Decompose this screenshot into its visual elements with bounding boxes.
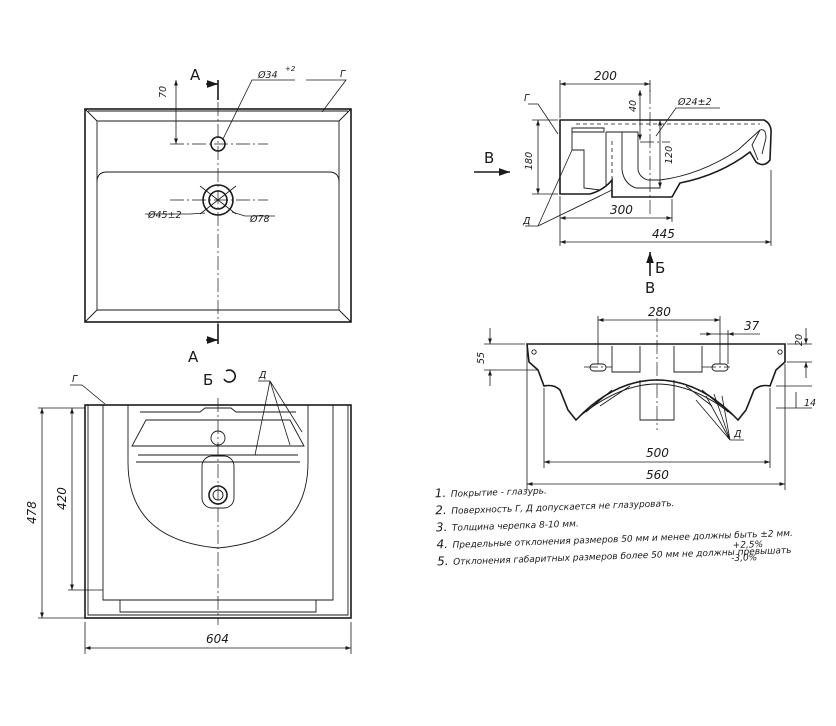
- note-2-text: Поверхность Г, Д допускается не глазуров…: [451, 499, 674, 517]
- drain-outer: [202, 184, 234, 216]
- view-b-rotate-icon: [223, 369, 237, 383]
- dim-560: 560: [646, 468, 669, 482]
- note-5-num: 5.: [437, 554, 449, 568]
- dim-drain: Ø45±2: [147, 210, 182, 221]
- arrow-b-bottom: Б: [655, 259, 665, 277]
- rear-view-label: В: [645, 279, 655, 297]
- dim-300: 300: [610, 203, 633, 217]
- label-g-top: Г: [340, 69, 346, 80]
- note-5-tol-minus: -3,0%: [731, 553, 757, 564]
- dim-40: 40: [628, 100, 639, 112]
- front-view: Б Г Д 478 420 604: [25, 369, 352, 654]
- dim-180: 180: [524, 152, 535, 170]
- dim-20: 20: [794, 334, 805, 346]
- note-3-num: 3.: [436, 520, 448, 534]
- dim-280: 280: [648, 305, 671, 319]
- dim-500: 500: [646, 446, 669, 460]
- dim-604: 604: [206, 632, 229, 646]
- dim-14: 14: [804, 398, 816, 409]
- label-d-rear: Д: [733, 429, 741, 440]
- label-d-front: Д: [258, 370, 266, 381]
- dim-200: 200: [594, 69, 617, 83]
- dim-drain-outer: Ø78: [249, 214, 270, 225]
- label-g-front: Г: [72, 374, 78, 385]
- mount-slot-right: [711, 363, 729, 372]
- view-b-label: Б: [203, 371, 213, 389]
- dim-37: 37: [744, 319, 760, 333]
- arrow-b-label: В: [484, 149, 494, 167]
- faucet-hole: [210, 136, 226, 152]
- dim-445: 445: [652, 227, 675, 241]
- top-view: А А 70 Ø34 +2 Г Ø45±2 Ø78: [84, 65, 352, 366]
- rear-outline: [526, 343, 786, 422]
- note-5-tol-plus: +2,5%: [733, 540, 764, 551]
- notes: 1. Покрытие - глазурь. 2. Поверхность Г,…: [434, 486, 793, 568]
- dim-120: 120: [664, 146, 675, 164]
- note-1-num: 1.: [434, 486, 446, 500]
- dim-70: 70: [158, 86, 169, 98]
- section-view: 200 40 Ø24±2 120 180 300 445 Г Д В: [474, 69, 772, 277]
- svg-text:+2: +2: [285, 65, 296, 73]
- mount-slot-left: [589, 363, 607, 372]
- dim-420: 420: [55, 487, 69, 510]
- label-d-section: Д: [522, 216, 530, 227]
- note-1-text: Покрытие - глазурь.: [451, 486, 547, 499]
- note-2-num: 2.: [435, 503, 447, 517]
- note-3-text: Толщина черепка 8-10 мм.: [452, 519, 579, 533]
- note-4-num: 4.: [436, 537, 448, 551]
- label-g-section: Г: [524, 93, 530, 104]
- section-a-label-top: А: [190, 66, 201, 84]
- dim-478: 478: [25, 501, 39, 524]
- dim-faucet-hole: Ø34: [257, 70, 278, 81]
- section-a-label-bottom: А: [188, 348, 199, 366]
- drain-inner: [208, 190, 228, 210]
- rear-view: В 280 37 20 14: [476, 279, 816, 490]
- dim-hole-section: Ø24±2: [677, 97, 712, 108]
- dim-55: 55: [476, 352, 487, 364]
